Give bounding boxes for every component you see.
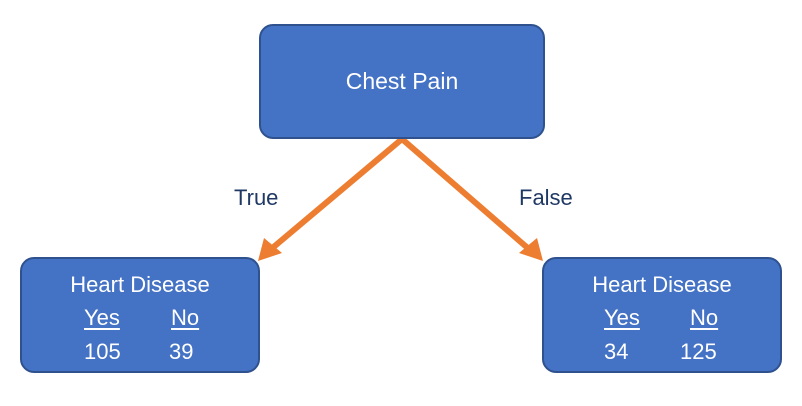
yes-count: 34	[604, 339, 629, 364]
edge-label-true: True	[234, 185, 279, 210]
leaf-node-false: Heart Disease Yes No 34 125	[542, 257, 782, 373]
root-node: Chest Pain	[259, 24, 545, 139]
edge-true-arrow	[258, 136, 405, 261]
column-header-no: No	[171, 305, 200, 330]
root-node-label: Chest Pain	[345, 68, 459, 94]
leaf-title: Heart Disease	[592, 272, 732, 297]
column-header-yes: Yes	[604, 305, 640, 330]
edge-false-arrow	[399, 136, 543, 261]
no-count: 39	[169, 339, 194, 364]
column-header-yes: Yes	[84, 305, 120, 330]
leaf-title: Heart Disease	[70, 272, 210, 297]
column-header-no: No	[690, 305, 719, 330]
yes-count: 105	[84, 339, 121, 364]
leaf-node-true: Heart Disease Yes No 105 39	[20, 257, 260, 373]
no-count: 125	[680, 339, 717, 364]
edge-label-false: False	[519, 185, 573, 210]
